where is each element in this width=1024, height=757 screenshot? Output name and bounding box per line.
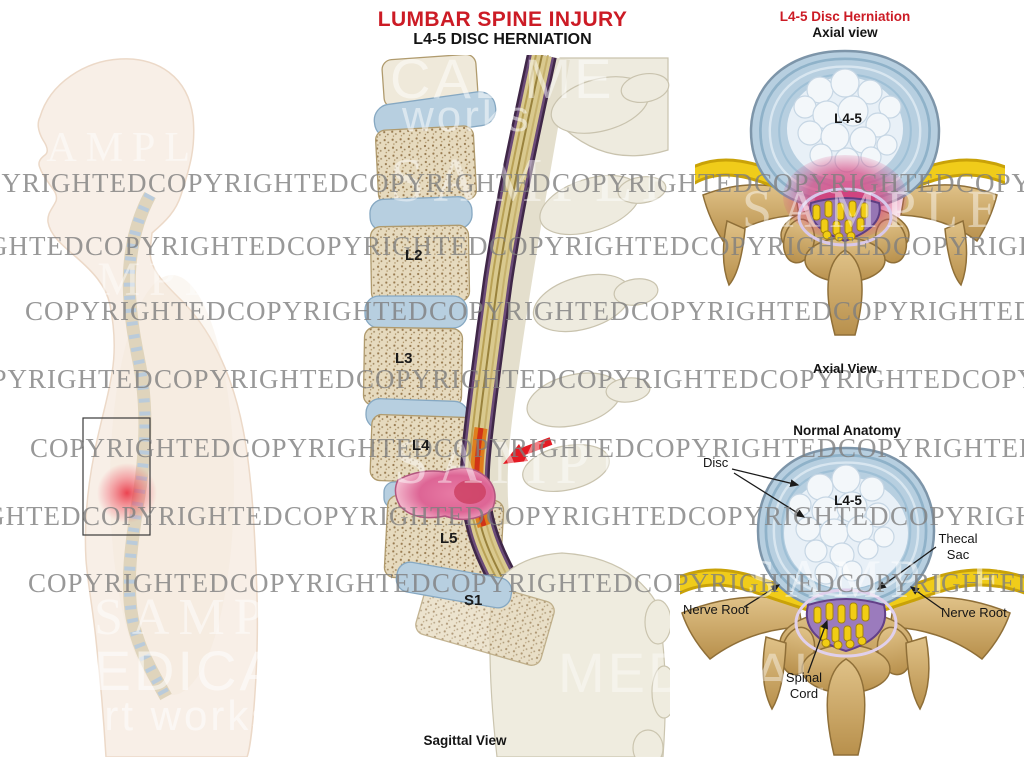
copyright-watermark-text: COPYRIGHTED [962, 364, 1024, 394]
annotation-nerve-root-right: Nerve Root [941, 605, 1007, 620]
body-profile-illustration [37, 58, 259, 757]
thecal-sac-compressed [797, 187, 893, 247]
disc-level-label-normal: L4-5 [834, 493, 862, 508]
annotation-thecal-sac: Thecal Sac [938, 531, 978, 562]
nucleus-pulposus [793, 68, 902, 173]
page-subtitle: L4-5 DISC HERNIATION [413, 31, 592, 48]
axial-view-caption: Axial View [812, 361, 878, 376]
sagittal-spine-illustration [362, 55, 670, 757]
sagittal-view-caption: Sagittal View [423, 733, 507, 748]
annotation-nerve-root-left: Nerve Root [683, 602, 749, 617]
s1-segment [395, 561, 555, 666]
vertebra-label-l2: L2 [405, 247, 423, 264]
vertebra-label-l5: L5 [440, 530, 458, 547]
annotation-lines [731, 468, 943, 674]
page-title: LUMBAR SPINE INJURY [377, 8, 628, 31]
annotation-disc: Disc [703, 455, 729, 470]
axial-herniation-illustration [695, 49, 1005, 336]
axial-herniation-heading: L4-5 Disc Herniation [779, 9, 911, 24]
disc-herniation [394, 467, 496, 521]
injury-highlight [97, 463, 157, 523]
lumbar-focus-box [82, 417, 151, 536]
thecal-sac [794, 588, 898, 658]
disc-level-label-herniation: L4-5 [834, 111, 862, 126]
vertebra-label-l3: L3 [395, 350, 413, 367]
herniation-arrow [503, 437, 553, 464]
posterior-bone [483, 55, 670, 527]
axial-normal-heading: Normal Anatomy [793, 423, 901, 438]
vertebra-label-l4: L4 [412, 437, 430, 454]
disc-normal [756, 446, 936, 612]
annotation-spinal-cord: Spinal Cord [785, 670, 823, 701]
axial-herniation-subheading: Axial view [812, 25, 878, 40]
cauda-equina [813, 602, 870, 650]
vertebra-label-s1: S1 [464, 592, 483, 609]
cauda-equina [812, 200, 869, 242]
axial-normal-illustration [680, 446, 1024, 756]
